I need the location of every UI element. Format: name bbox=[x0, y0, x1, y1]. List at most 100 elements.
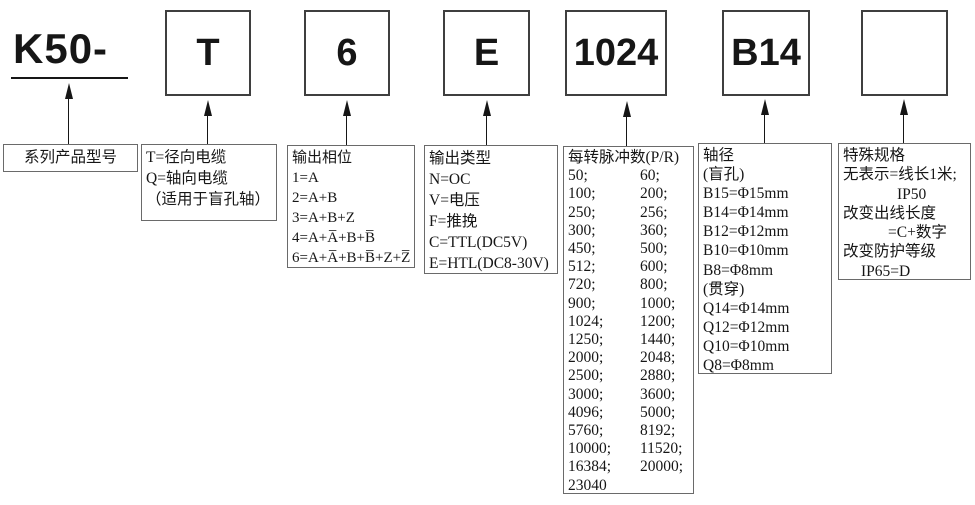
desc-line: IP50 bbox=[897, 185, 927, 203]
pulse-value: 2048; bbox=[640, 349, 676, 367]
arrow-pulses bbox=[622, 101, 631, 146]
arrow-cable bbox=[203, 100, 212, 144]
model-prefix: K50- bbox=[13, 25, 109, 72]
code-box-pulses: 1024 bbox=[565, 10, 667, 96]
desc-line: 输出类型 bbox=[429, 150, 492, 167]
pulses-title: 每转脉冲数(P/R) bbox=[568, 149, 680, 166]
desc-line: 改变出线长度 bbox=[843, 204, 937, 222]
desc-line: 特殊规格 bbox=[843, 147, 906, 164]
desc-box-cable: T=径向电缆 Q=轴向电缆 （适用于盲孔轴） bbox=[141, 144, 277, 221]
pulses-row: 3000; 3600; bbox=[568, 386, 689, 404]
code-value: E bbox=[473, 31, 500, 74]
pulse-value: 1250; bbox=[568, 331, 604, 349]
pulse-value: 23040 bbox=[568, 476, 607, 494]
pulses-row: 512; 600; bbox=[568, 258, 689, 276]
desc-line: C=TTL(DC5V) bbox=[429, 234, 528, 251]
desc-line: Q8=Φ8mm bbox=[703, 357, 774, 374]
desc-line: (盲孔) bbox=[703, 166, 745, 184]
pulse-value: 1024; bbox=[568, 312, 604, 330]
desc-line: B10=Φ10mm bbox=[703, 242, 789, 260]
pulse-value: 5760; bbox=[568, 422, 604, 440]
code-box-output-type: E bbox=[443, 10, 530, 96]
pulse-value: 100; bbox=[568, 185, 596, 203]
pulse-value: 1000; bbox=[640, 294, 676, 312]
pulse-value: 3000; bbox=[568, 385, 604, 403]
arrow-shaft bbox=[626, 117, 627, 146]
pulses-row: 4096; 5000; bbox=[568, 404, 689, 422]
pulse-value: 300; bbox=[568, 221, 596, 239]
code-box-shaft: B14 bbox=[722, 10, 810, 96]
pulses-row: 900; 1000; bbox=[568, 295, 689, 313]
arrow-up-icon bbox=[482, 100, 491, 116]
pulse-value: 2000; bbox=[568, 349, 604, 367]
arrow-up-icon bbox=[760, 99, 769, 115]
desc-line: 改变防护等级 bbox=[843, 243, 937, 261]
desc-line: Q=轴向电缆 bbox=[146, 170, 228, 187]
arrow-shaft bbox=[68, 99, 69, 144]
arrow-up-icon bbox=[622, 101, 631, 117]
desc-line: IP65=D bbox=[861, 262, 911, 280]
pulse-value: 4096; bbox=[568, 403, 604, 421]
pulses-row: 5760; 8192; bbox=[568, 422, 689, 440]
pulse-value: 500; bbox=[640, 240, 668, 258]
arrow-up-icon bbox=[342, 100, 351, 116]
arrow-up-icon bbox=[203, 100, 212, 116]
pulse-value: 2880; bbox=[640, 367, 676, 385]
pulse-value: 900; bbox=[568, 294, 596, 312]
desc-line: 输出相位 bbox=[292, 150, 353, 166]
arrow-shaft bbox=[764, 115, 765, 143]
pulse-value: 11520; bbox=[640, 440, 683, 458]
pulse-value: 60; bbox=[640, 167, 660, 185]
pulses-row: 23040 bbox=[568, 476, 689, 494]
code-value: 1024 bbox=[573, 31, 659, 74]
pulse-value: 16384; bbox=[568, 458, 612, 476]
pulses-row: 300; 360; bbox=[568, 222, 689, 240]
desc-line: B12=Φ12mm bbox=[703, 223, 789, 241]
pulse-value: 50; bbox=[568, 167, 588, 185]
pulse-value: 3600; bbox=[640, 385, 676, 403]
pulse-value: 450; bbox=[568, 240, 596, 258]
pulse-value: 200; bbox=[640, 185, 668, 203]
desc-line: N=OC bbox=[429, 171, 471, 188]
desc-line: Q12=Φ12mm bbox=[703, 318, 790, 336]
code-value: B14 bbox=[731, 31, 801, 74]
pulses-row: 2500; 2880; bbox=[568, 367, 689, 385]
arrow-shaft bbox=[346, 116, 347, 145]
desc-line: B15=Φ15mm bbox=[703, 185, 789, 203]
model-prefix-underline bbox=[11, 77, 128, 79]
pulse-value: 20000; bbox=[640, 458, 684, 476]
desc-line: F=推挽 bbox=[429, 213, 478, 230]
pulses-row: 10000; 11520; bbox=[568, 440, 689, 458]
desc-line: 系列产品型号 bbox=[23, 149, 117, 166]
desc-line: 4=A+A̅+B+B̅ bbox=[292, 230, 376, 246]
code-box-cable: T bbox=[165, 10, 251, 96]
pulse-value: 600; bbox=[640, 258, 668, 276]
desc-line: B14=Φ14mm bbox=[703, 204, 789, 222]
pulse-value: 720; bbox=[568, 276, 596, 294]
pulse-value: 1440; bbox=[640, 331, 676, 349]
pulse-value: 2500; bbox=[568, 367, 604, 385]
desc-line: Q10=Φ10mm bbox=[703, 337, 790, 355]
pulses-row: 50; 60; bbox=[568, 167, 689, 185]
arrow-up-icon bbox=[64, 83, 73, 99]
desc-line: 6=A+A̅+B+B̅+Z+Z̅ bbox=[292, 250, 411, 266]
desc-line: Q14=Φ14mm bbox=[703, 299, 790, 317]
arrow-phase bbox=[342, 100, 351, 145]
desc-line: （适用于盲孔轴） bbox=[146, 191, 271, 208]
pulses-row: 720; 800; bbox=[568, 276, 689, 294]
desc-line: V=电压 bbox=[429, 192, 480, 209]
pulse-value: 5000; bbox=[640, 403, 676, 421]
desc-line: 2=A+B bbox=[292, 190, 338, 206]
pulses-row: 16384; 20000; bbox=[568, 458, 689, 476]
desc-line: E=HTL(DC8-30V) bbox=[429, 255, 549, 272]
desc-line: T=径向电缆 bbox=[146, 149, 227, 166]
pulses-row: 100; 200; bbox=[568, 185, 689, 203]
desc-box-pulses: 每转脉冲数(P/R) 50; 60; 100; 200; 250; 256; 3… bbox=[563, 146, 694, 494]
desc-line: 1=A bbox=[292, 170, 319, 186]
arrow-special bbox=[899, 99, 908, 143]
arrow-output-type bbox=[482, 100, 491, 145]
